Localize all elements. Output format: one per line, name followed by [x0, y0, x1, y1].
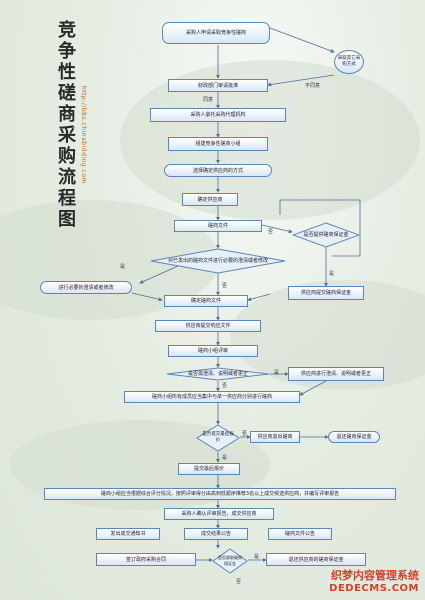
label-no: 否 — [236, 579, 242, 585]
decision-final-quote-text: 是否提交最后报价 — [202, 432, 234, 443]
step-docs-announcement: 磋商文件公告 — [268, 528, 332, 540]
label-no: 否 — [268, 229, 274, 235]
side-other-method: 采取其它采购方式 — [334, 50, 364, 74]
step-individual-consultation: 磋商小组所有成员应当集中与单一供应商分别进行磋商 — [124, 391, 300, 403]
label-yes: 是 — [222, 455, 228, 461]
step-award-notice: 发出成交通知书 — [96, 528, 160, 540]
decision-clarify-docs: 对已发出的磋商文件进行必要的澄清或者修改 — [150, 248, 286, 274]
step-final-quote: 提交最后报价 — [178, 463, 240, 475]
side-revise-docs: 进行必要的澄清或者修改 — [40, 281, 132, 294]
step-return-deposit-final: 退还供应商的磋商保证金 — [266, 553, 366, 566]
label-yes: 是 — [329, 271, 335, 277]
label-yes: 是 — [120, 264, 126, 270]
source-url: http://bbs.chinabidding.com — [80, 86, 87, 184]
step-entrust-agency: 采购人委托采购代理机构 — [150, 108, 286, 122]
step-consultation-docs: 磋商文件 — [174, 220, 262, 232]
step-finance-approval: 财政部门审请批准 — [168, 79, 268, 92]
decision-supplier-clarify: 是否需澄清、说明或者更正 — [166, 367, 270, 381]
watermark-line2: DEDECMS.COM — [329, 583, 419, 594]
step-form-panel: 组建竞争性磋商小组 — [168, 137, 268, 151]
label-agree: 同意 — [203, 97, 214, 103]
step-submit-response: 供应商提交响应文件 — [155, 320, 261, 332]
step-determine-supplier: 确定供应商 — [182, 193, 238, 206]
step-result-announcement: 成交结果公告 — [184, 528, 248, 540]
watermark: 织梦内容管理系统 DEDECMS.COM — [329, 567, 419, 594]
watermark-line1: 织梦内容管理系统 — [331, 569, 419, 582]
step-panel-review: 磋商小组评审 — [168, 345, 258, 357]
label-no: 否 — [242, 431, 248, 437]
label-yes: 是 — [274, 370, 280, 376]
step-confirm-report: 采购人确认评审报告，成交供应商 — [164, 508, 274, 520]
side-return-deposit: 退还磋商保证金 — [328, 431, 380, 443]
decision-clarify-docs-text: 对已发出的磋商文件进行必要的澄清或者修改 — [167, 258, 268, 264]
step-supplier-exit: 供应商退出磋商 — [250, 431, 300, 443]
side-submit-deposit: 供应商提交磋商保证金 — [288, 286, 364, 300]
decision-deposit: 是否提供磋商保证金 — [292, 222, 360, 248]
decision-final-quote: 是否提交最后报价 — [196, 424, 240, 452]
step-confirm-docs: 确定磋商文件 — [164, 295, 248, 307]
step-apply-consultation: 采购人申请采取竞争性磋商 — [162, 22, 270, 44]
label-no: 否 — [222, 283, 228, 289]
step-choose-supplier-method: 选择确定供应商的方式 — [164, 164, 272, 177]
label-disagree: 不同意 — [305, 83, 321, 89]
page-title: 竞争性磋商采购流程图 — [58, 20, 76, 230]
decision-supplier-clarify-text: 是否需澄清、说明或者更正 — [187, 371, 248, 377]
decision-deposit-text: 是否提供磋商保证金 — [303, 232, 349, 238]
label-no: 否 — [222, 383, 228, 389]
decision-collect-deposit-text: 是否收取磋商保证金 — [218, 555, 242, 566]
side-supplier-clarify: 供应商进行澄清、说明或者更正 — [288, 367, 384, 381]
label-yes: 是 — [254, 554, 260, 560]
step-sign-contract: 签订政府采购合同 — [96, 553, 196, 566]
step-recommend-candidates: 磋商小组应当根据综合评分情况，按照评审得分由高到低顺序推荐3名以上成交候选供应商… — [44, 488, 396, 500]
decision-collect-deposit: 是否收取磋商保证金 — [212, 548, 248, 574]
